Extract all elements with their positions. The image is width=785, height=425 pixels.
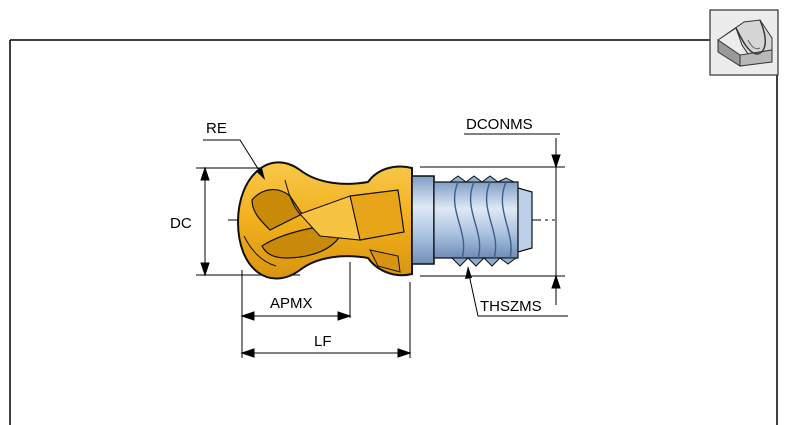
threaded-shank [411, 175, 533, 267]
lf-label: LF [314, 333, 332, 350]
dimension-arrows [200, 138, 561, 358]
apmx-label: APMX [270, 295, 313, 312]
extension-lines [196, 166, 565, 358]
leader-lines [203, 133, 568, 317]
groove-milling-icon [709, 9, 779, 76]
dc-label: DC [170, 215, 192, 232]
thszms-label: THSZMS [480, 298, 542, 315]
re-label: RE [206, 120, 227, 137]
re-leader-arrow [256, 168, 265, 180]
thszms-leader-arrow [465, 266, 472, 279]
drawing-frame [9, 39, 778, 425]
dconms-label: DCONMS [466, 116, 533, 133]
ball-nose-insert [236, 161, 413, 280]
